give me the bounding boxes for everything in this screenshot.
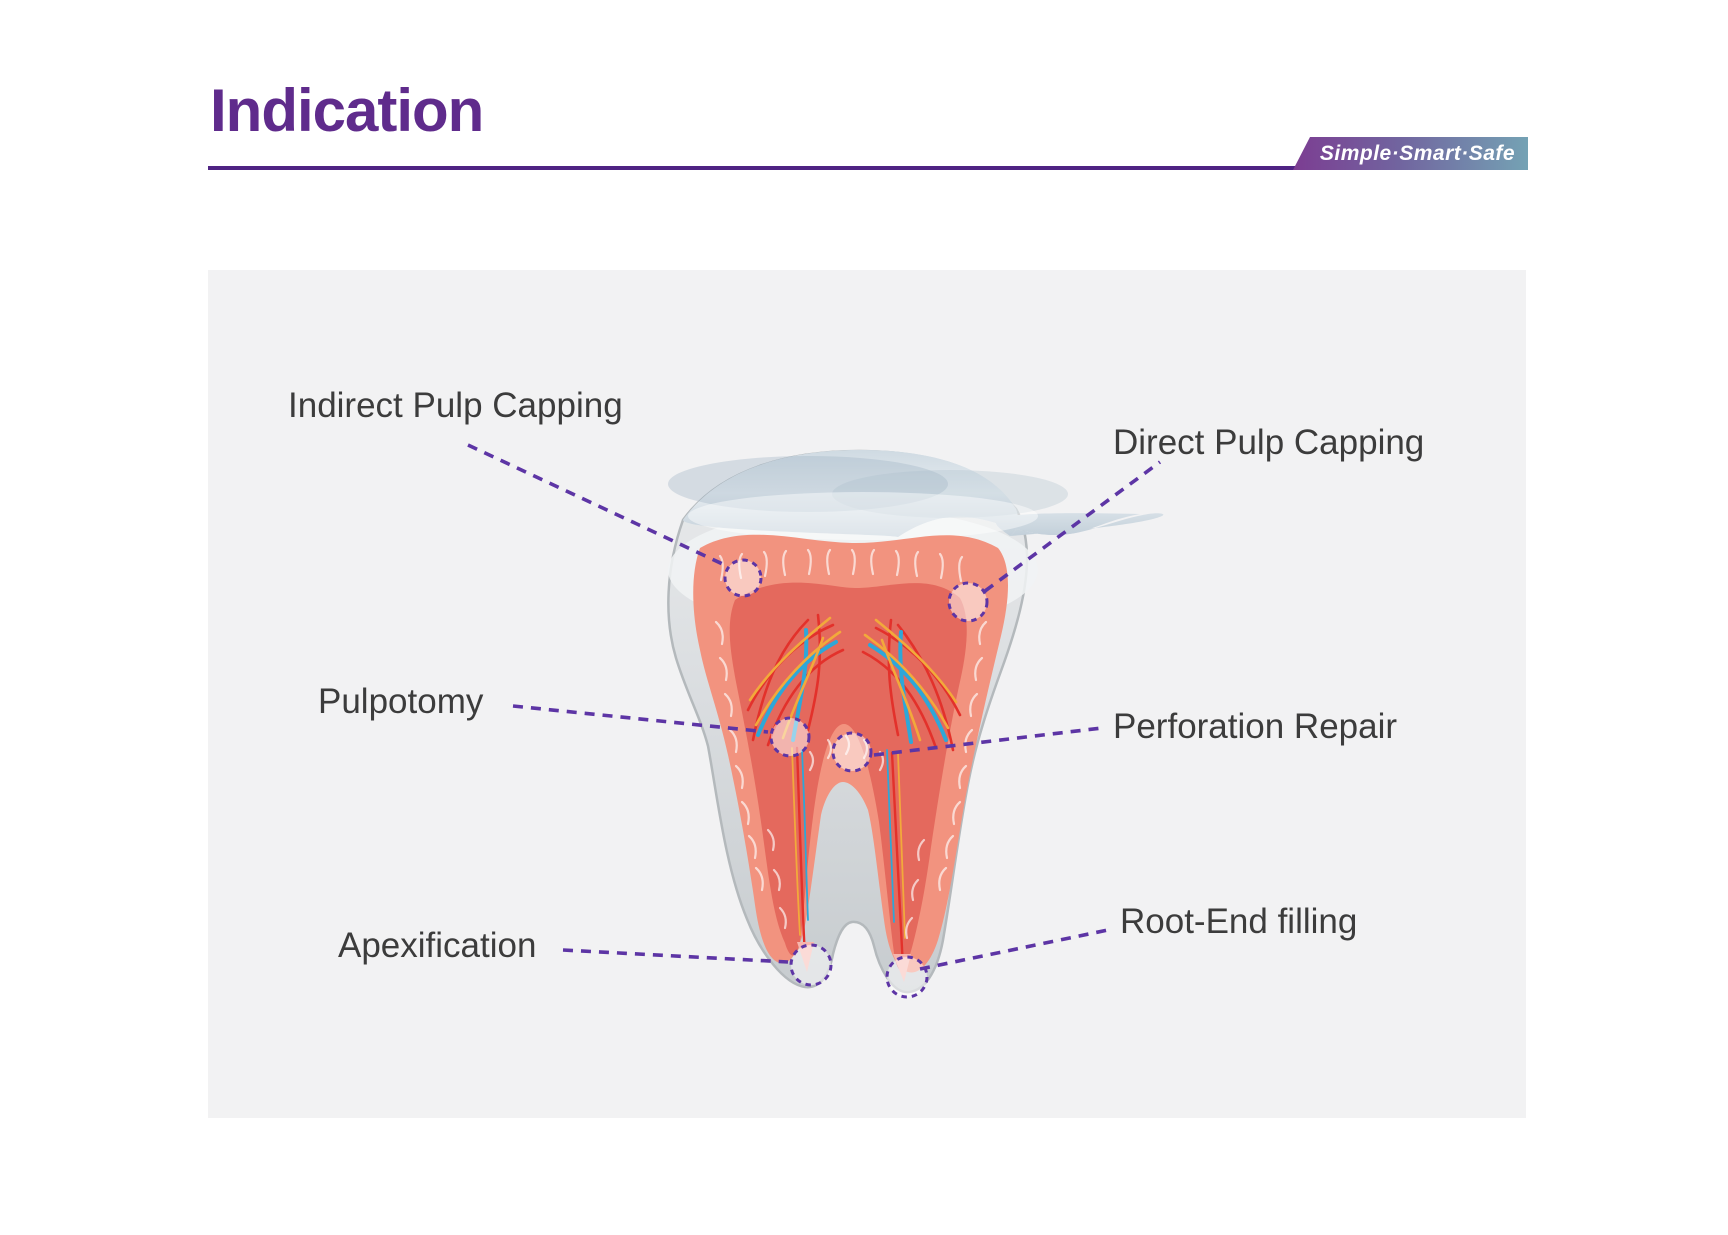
- enamel-cap: [668, 450, 1164, 540]
- label-pulpotomy: Pulpotomy: [318, 682, 484, 721]
- label-indirect-pulp-capping: Indirect Pulp Capping: [288, 386, 623, 425]
- page-title: Indication: [210, 77, 484, 144]
- leader-direct: [983, 460, 1162, 593]
- label-apexification: Apexification: [338, 926, 537, 965]
- tagline-badge: Simple·Smart·Safe: [1293, 137, 1528, 170]
- marker-circle-pulpotomy: [769, 716, 811, 758]
- marker-circle-perforation: [831, 731, 873, 773]
- leader-perforation: [873, 726, 1103, 757]
- marker-circles: [723, 558, 989, 999]
- marker-circle-rootend: [885, 955, 929, 999]
- label-perforation-repair: Perforation Repair: [1113, 707, 1398, 746]
- pulp-vessels: [746, 613, 962, 970]
- leader-apexification: [562, 948, 789, 964]
- leader-rootend: [919, 928, 1109, 971]
- tagline-text: Simple·Smart·Safe: [1319, 141, 1516, 165]
- leader-indirect: [467, 443, 730, 569]
- leader-pulpotomy: [512, 704, 769, 734]
- marker-circle-apexification: [789, 943, 833, 987]
- label-direct-pulp-capping: Direct Pulp Capping: [1113, 423, 1425, 462]
- leader-lines: [467, 443, 1162, 971]
- diagram-panel: Indirect Pulp Capping Direct Pulp Cappin…: [208, 270, 1526, 1118]
- marker-circle-direct: [947, 581, 989, 623]
- marker-circle-indirect: [723, 558, 763, 598]
- dentin-hatching: [714, 548, 988, 940]
- label-root-end-filling: Root-End filling: [1120, 902, 1358, 941]
- tooth-illustration: [467, 443, 1164, 999]
- header-rule: [208, 166, 1528, 170]
